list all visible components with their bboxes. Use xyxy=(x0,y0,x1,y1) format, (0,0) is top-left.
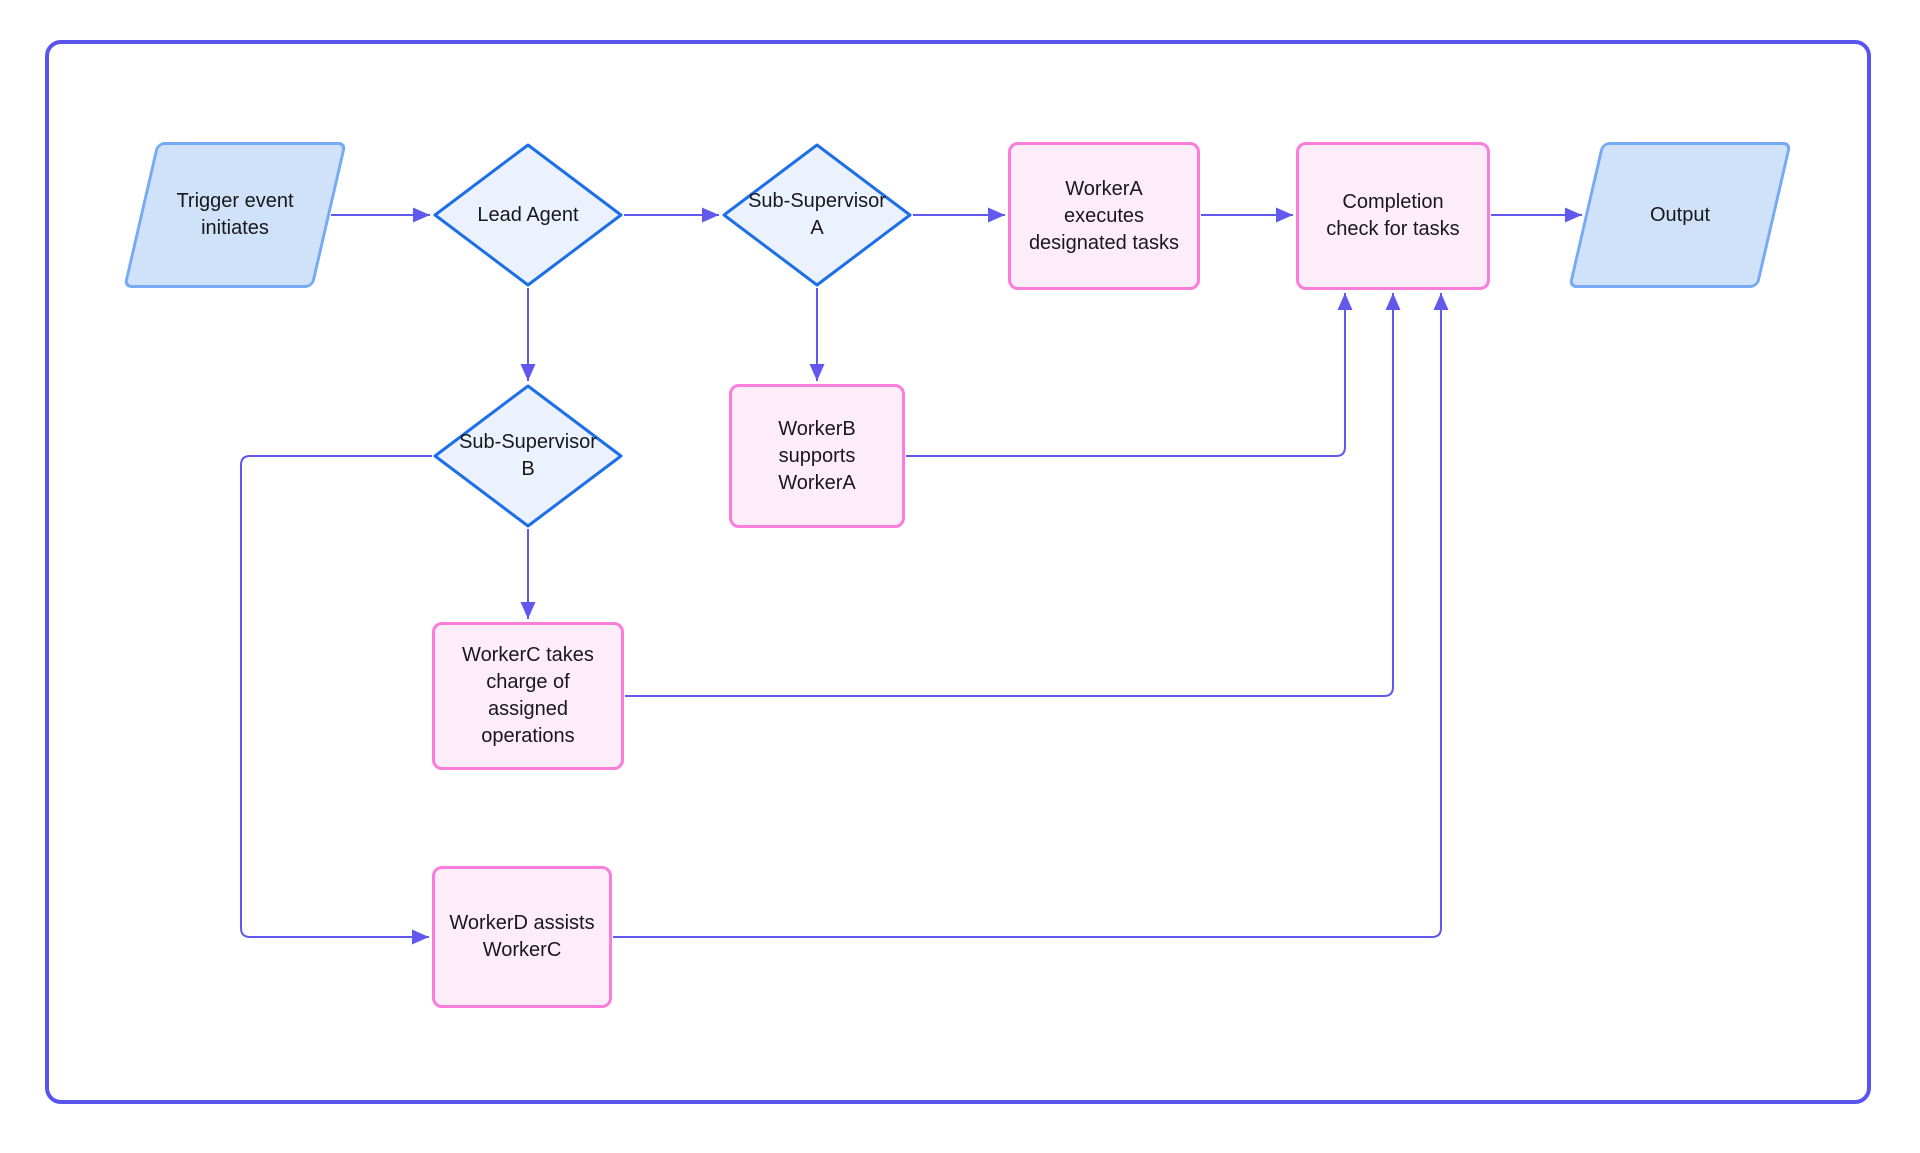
edge-worker-b-to-completion-check xyxy=(906,293,1346,457)
diamond-shape xyxy=(433,384,623,528)
edge-sub-supervisor-b-to-worker-d xyxy=(240,455,432,938)
arrowhead-icon xyxy=(520,364,536,381)
edge-worker-c-to-completion-check xyxy=(625,293,1394,697)
arrowhead-icon xyxy=(1385,293,1401,310)
node-label-completion-check: Completion check for tasks xyxy=(1326,191,1460,240)
node-sub-supervisor-b: Sub-Supervisor B xyxy=(433,384,623,528)
parallelogram-shape xyxy=(123,142,347,288)
arrowhead-icon xyxy=(1337,293,1353,310)
diamond-shape xyxy=(722,143,912,287)
node-label-worker-b: WorkerB supports WorkerA xyxy=(778,417,856,494)
arrowhead-icon xyxy=(1565,207,1582,223)
node-worker-a: WorkerA executes designated tasks xyxy=(1008,142,1200,290)
node-label-worker-a: WorkerA executes designated tasks xyxy=(1028,177,1180,254)
node-trigger: Trigger event initiates xyxy=(123,142,347,288)
arrowhead-icon xyxy=(412,929,429,945)
arrowhead-icon xyxy=(988,207,1005,223)
diagram-frame xyxy=(45,40,1871,1104)
node-lead-agent: Lead Agent xyxy=(433,143,623,287)
node-worker-b: WorkerB supports WorkerA xyxy=(729,384,905,528)
arrowhead-icon xyxy=(809,364,825,381)
arrowhead-icon xyxy=(1276,207,1293,223)
node-worker-d: WorkerD assists WorkerC xyxy=(432,866,612,1008)
node-label-worker-d: WorkerD assists WorkerC xyxy=(449,912,595,961)
node-label-worker-c: WorkerC takes charge of assigned operati… xyxy=(462,644,594,747)
parallelogram-shape xyxy=(1568,142,1792,288)
node-sub-supervisor-a: Sub-Supervisor A xyxy=(722,143,912,287)
arrowhead-icon xyxy=(520,602,536,619)
diamond-shape xyxy=(433,143,623,287)
node-output: Output xyxy=(1568,142,1792,288)
arrowhead-icon xyxy=(702,207,719,223)
arrowhead-icon xyxy=(1433,293,1449,310)
node-completion-check: Completion check for tasks xyxy=(1296,142,1490,290)
arrowhead-icon xyxy=(413,207,430,223)
node-worker-c: WorkerC takes charge of assigned operati… xyxy=(432,622,624,770)
edge-worker-d-to-completion-check xyxy=(613,293,1442,938)
